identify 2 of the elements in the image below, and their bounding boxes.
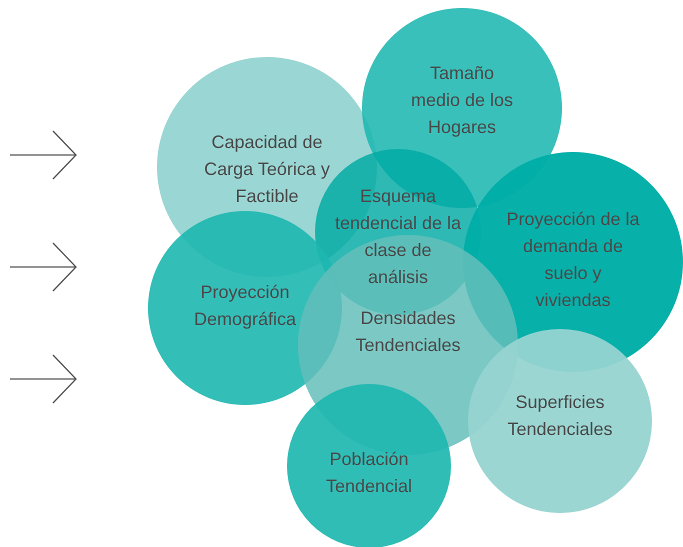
topic-label: Densidades Tendenciales [323, 305, 493, 359]
topic-label: Esquema tendencial de la clase de análisis [332, 183, 464, 291]
